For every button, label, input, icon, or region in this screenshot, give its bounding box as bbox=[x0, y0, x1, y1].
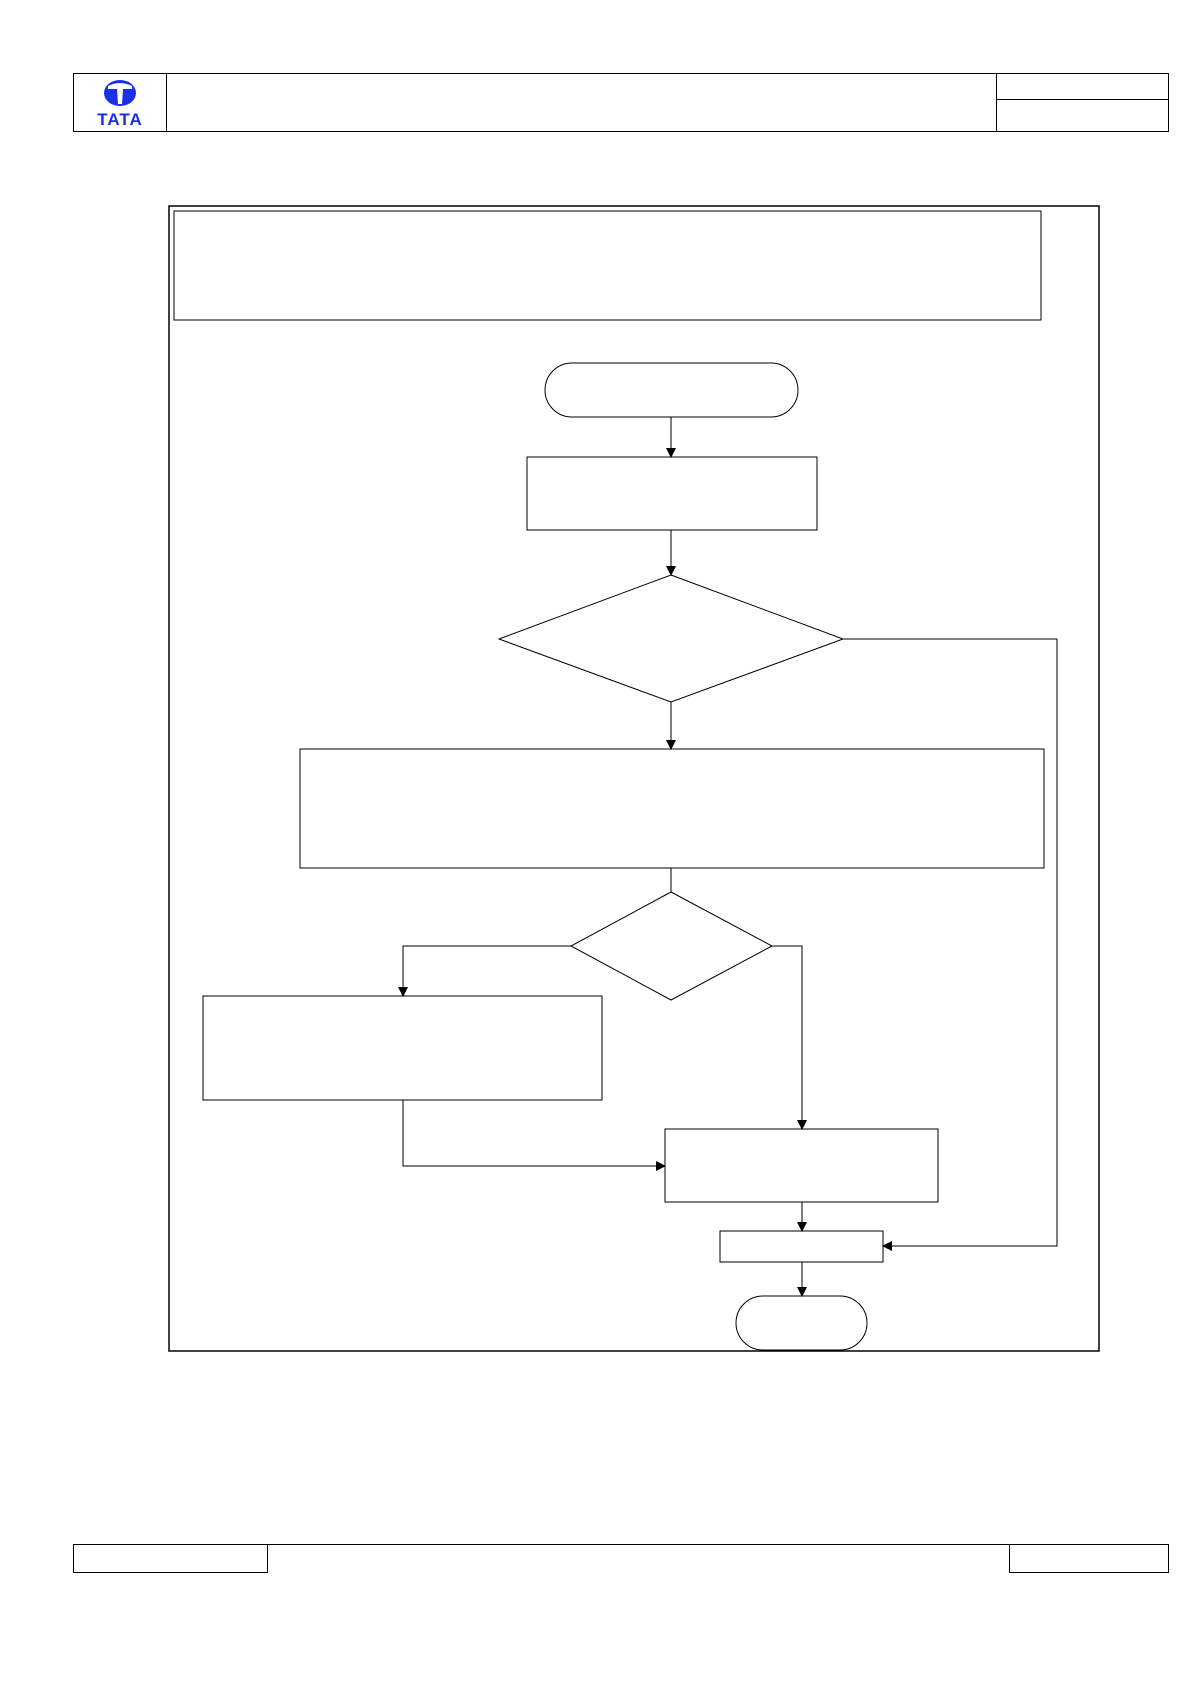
step3-box bbox=[664, 1128, 939, 1203]
end-terminal bbox=[735, 1295, 868, 1351]
connector-decision1-step4 bbox=[843, 638, 1058, 1251]
decision2-diamond bbox=[569, 891, 774, 1001]
diagram-frame bbox=[168, 205, 1100, 1352]
branch-step-box bbox=[202, 995, 603, 1101]
header-revision bbox=[996, 99, 1169, 132]
connector-decision2-branch bbox=[398, 945, 571, 997]
step2-box bbox=[299, 748, 1045, 869]
logo-wordmark: TATA bbox=[97, 110, 143, 129]
decision1-diamond bbox=[497, 574, 845, 703]
connector-decision2-step3 bbox=[772, 945, 807, 1130]
connector-branch-step3 bbox=[402, 1100, 666, 1171]
start-terminal bbox=[544, 362, 799, 418]
footer-right-box bbox=[1009, 1544, 1169, 1573]
tata-logo-icon bbox=[104, 80, 136, 106]
heading-box bbox=[173, 210, 1042, 321]
footer-rule bbox=[73, 1544, 1169, 1545]
step1-box bbox=[526, 456, 818, 531]
footer-left-box bbox=[73, 1544, 268, 1573]
step4-box bbox=[719, 1230, 884, 1263]
